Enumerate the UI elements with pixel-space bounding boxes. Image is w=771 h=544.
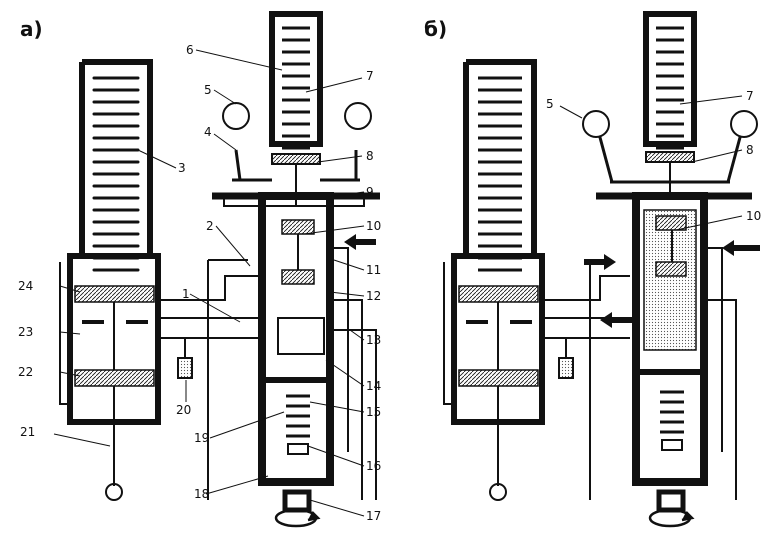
label-21: 21	[20, 425, 35, 439]
label-12: 12	[366, 289, 381, 303]
left-cylinder	[59, 253, 161, 501]
label-5: 5	[204, 83, 212, 97]
callout-labels-a: 6 7 5 4 3 8 9 2 10 11 1 24 12 13 23 22 1…	[18, 43, 381, 523]
label-18: 18	[194, 487, 209, 501]
label-22: 22	[18, 365, 33, 379]
rotation-arrow-icon	[648, 508, 695, 528]
spring-icon	[92, 76, 140, 272]
label-7: 7	[366, 69, 374, 83]
left-spring-housing-b	[463, 59, 537, 272]
arrow-left-icon	[344, 234, 376, 250]
left-cylinder-b	[443, 253, 545, 501]
label-24: 24	[18, 279, 33, 293]
callout-labels-b: 5 7 8 10	[546, 89, 761, 223]
channels-a	[158, 259, 262, 500]
label-20: 20	[176, 403, 191, 417]
label-14: 14	[366, 379, 381, 393]
label-6: 6	[186, 43, 194, 57]
label-19: 19	[194, 431, 209, 445]
label-1: 1	[182, 287, 190, 301]
channels-b	[542, 260, 630, 500]
arrow-left-icon	[722, 240, 760, 256]
label-15: 15	[366, 405, 381, 419]
panel-a: а)	[18, 11, 381, 528]
flyweight-ball-icon	[344, 102, 372, 130]
flyweight-ball-icon	[222, 102, 250, 130]
label-11: 11	[366, 263, 381, 277]
piston-24	[74, 285, 155, 303]
label-23: 23	[18, 325, 33, 339]
leader-lines-b	[559, 95, 743, 231]
label-4: 4	[204, 125, 212, 139]
label-5-b: 5	[546, 97, 554, 111]
label-8: 8	[366, 149, 374, 163]
leader-lines-a	[53, 49, 365, 517]
label-3: 3	[178, 161, 186, 175]
left-spring-housing	[79, 59, 153, 272]
label-7-b: 7	[746, 89, 754, 103]
label-16: 16	[366, 459, 381, 473]
label-13: 13	[366, 333, 381, 347]
valve-body-a	[212, 11, 380, 513]
label-17: 17	[366, 509, 381, 523]
panel-b: б)	[424, 11, 761, 528]
panel-b-label: б)	[424, 17, 447, 41]
rotation-arrow-icon	[274, 508, 321, 528]
piston-22	[74, 369, 155, 387]
label-8-b: 8	[746, 143, 754, 157]
arrow-right-icon	[584, 254, 616, 270]
label-10-b: 10	[746, 209, 761, 223]
valve-body-b	[582, 11, 758, 513]
label-10: 10	[366, 219, 381, 233]
label-9: 9	[366, 185, 374, 199]
arrow-left-icon	[600, 312, 632, 328]
label-2: 2	[206, 219, 214, 233]
panel-a-label: а)	[20, 17, 43, 41]
